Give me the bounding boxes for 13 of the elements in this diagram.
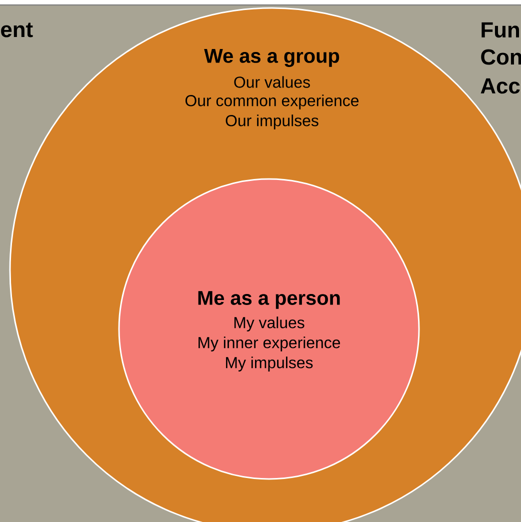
circle-heading: We as a group [204, 49, 340, 67]
side-label: ent [1, 22, 33, 38]
circle-text: Our impulses [226, 114, 318, 130]
circle [118, 178, 420, 480]
side-label: Con [481, 49, 521, 65]
circle-text: My impulses [226, 356, 313, 372]
circle-text: Our values [234, 76, 310, 88]
circle-heading: Me as a person [198, 291, 340, 309]
side-label: Acc [480, 78, 520, 94]
circle-text: My values [234, 316, 304, 332]
side-label: Fun [482, 22, 520, 38]
circle-text: My inner experience [198, 336, 340, 352]
circle-text: Our common experience [185, 94, 359, 110]
